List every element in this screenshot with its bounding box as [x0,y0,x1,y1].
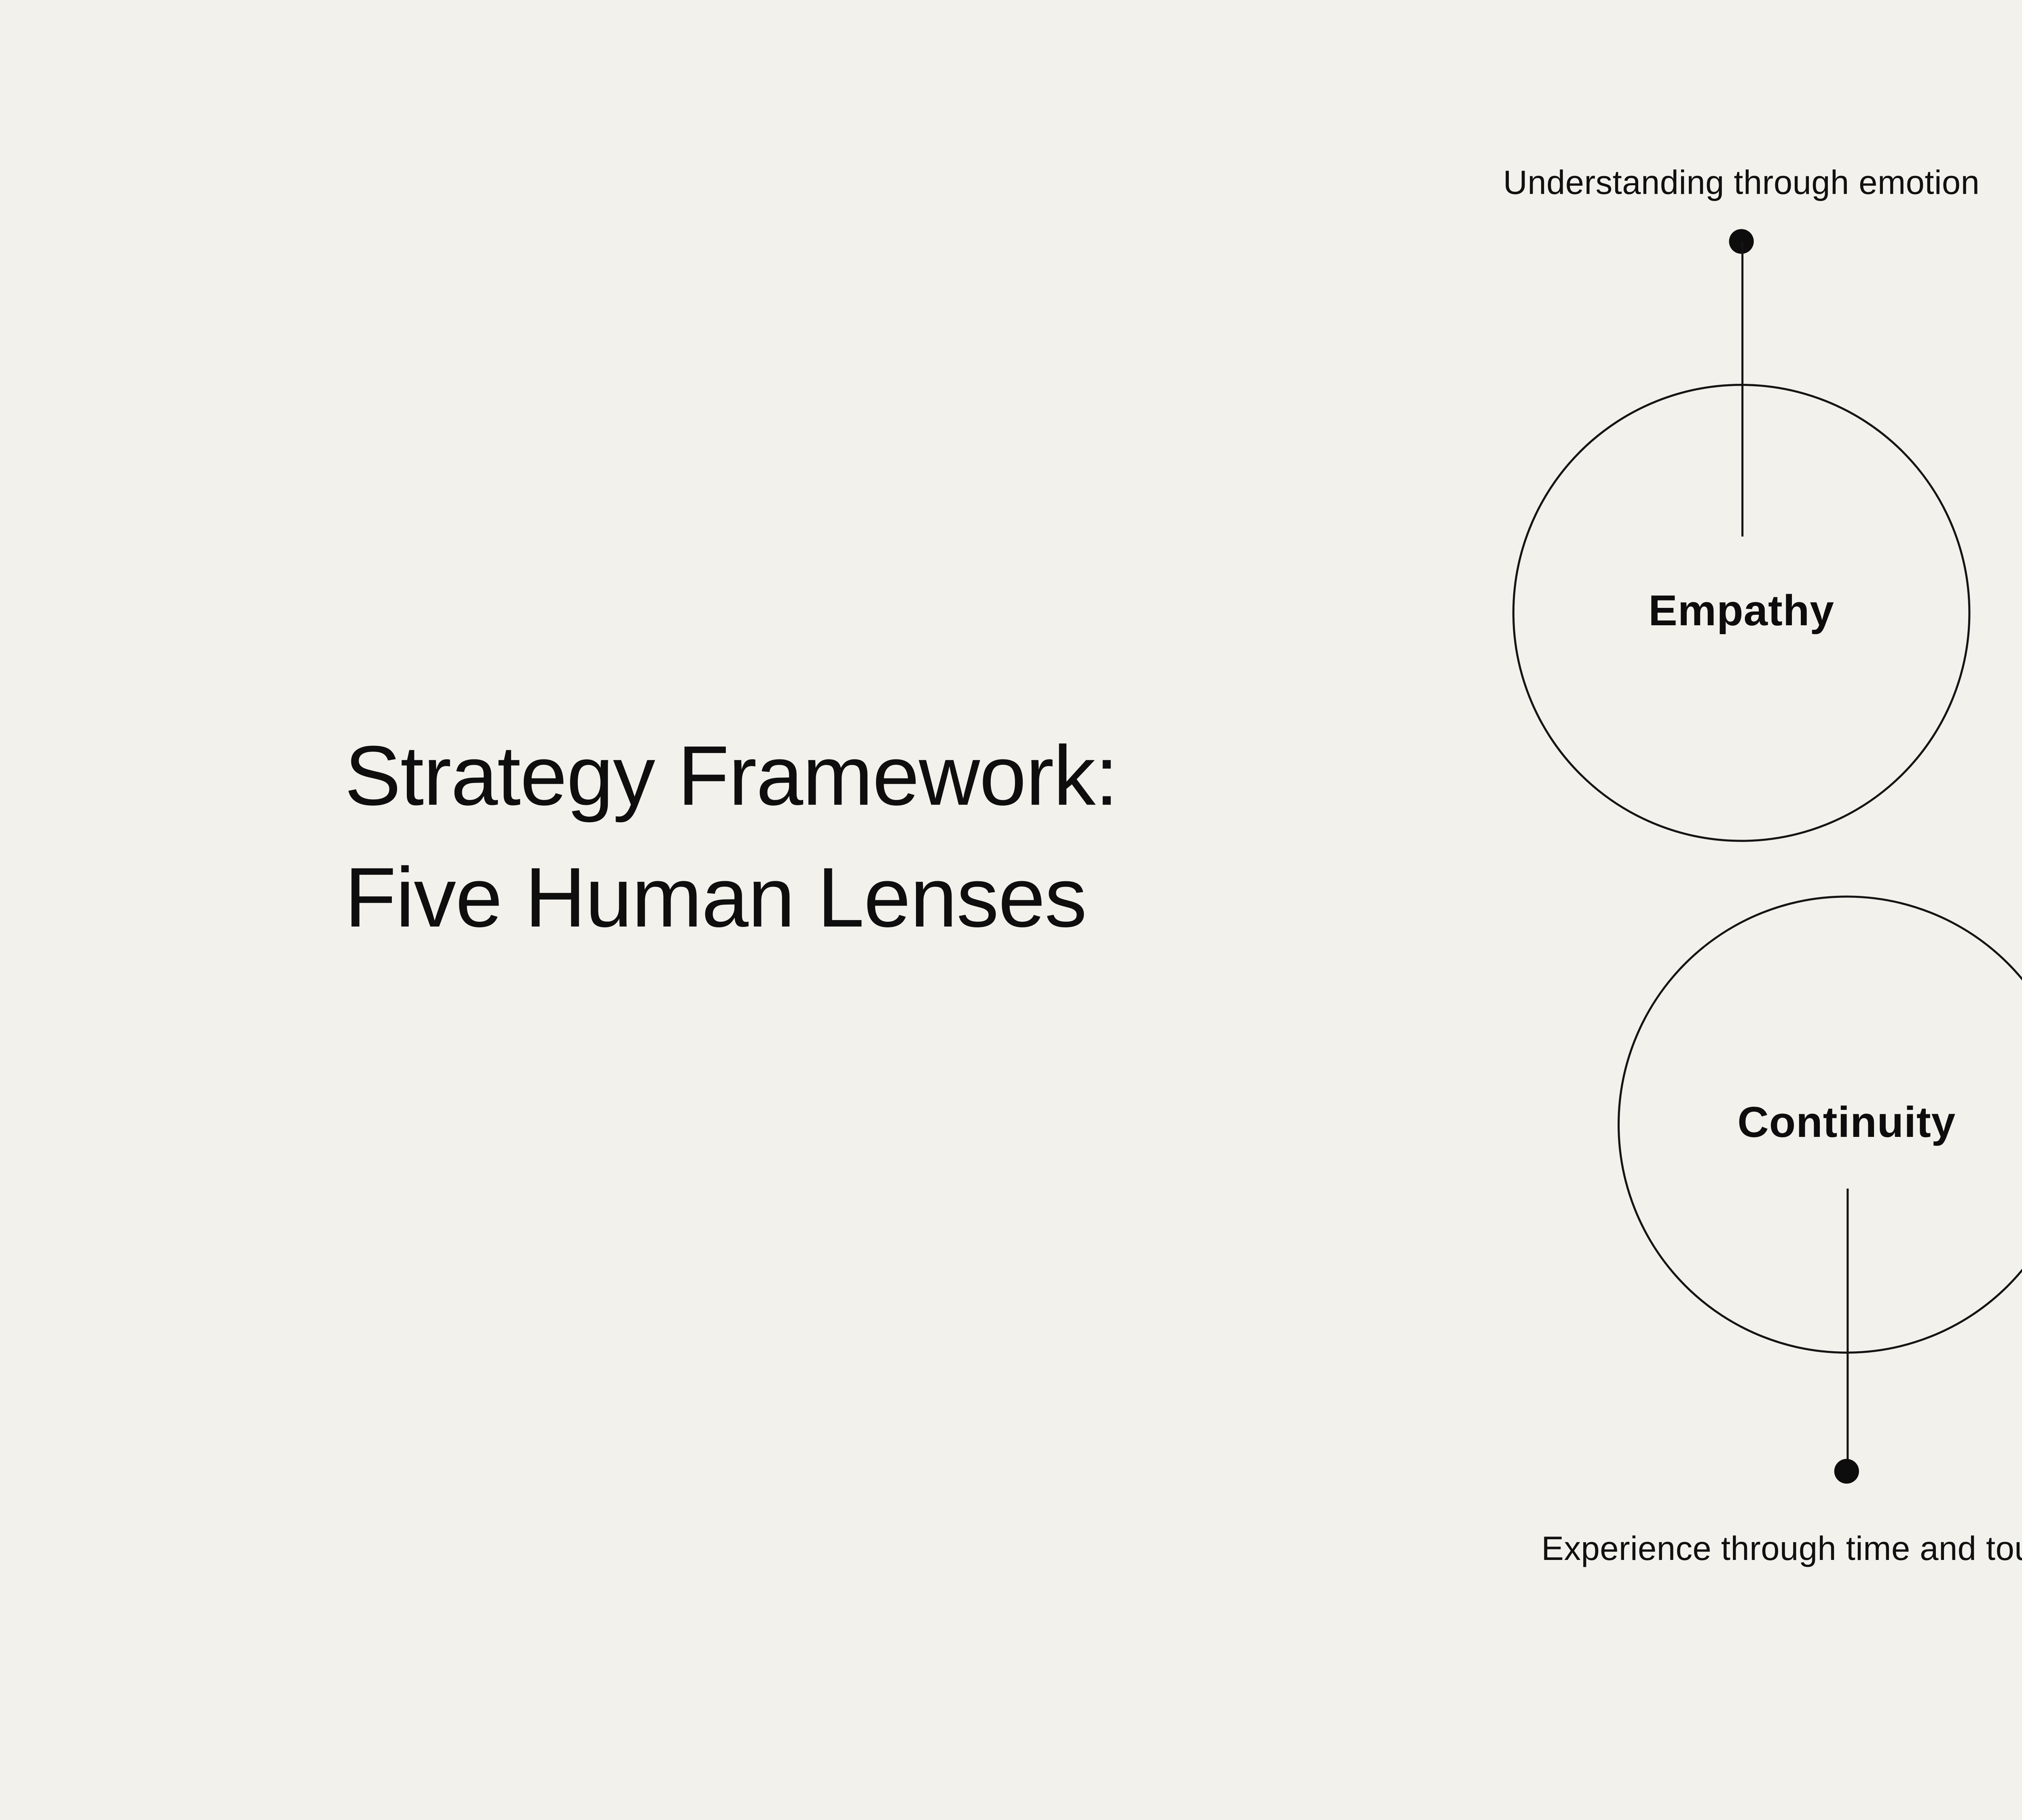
title-line-1: Strategy Framework: [345,728,1119,823]
diagram-title: Strategy Framework: Five Human Lenses [345,716,1119,957]
continuity-dot [1834,1459,1859,1484]
continuity-annotation-label: Experience through time and touchpoints [1541,1531,2022,1568]
empathy-annotation-label: Understanding through emotion [1503,165,1980,202]
continuity-label: Continuity [1737,1098,1956,1147]
continuity-circle: Continuity [1618,894,2022,1353]
empathy-label: Empathy [1648,588,1834,636]
title-line-2: Five Human Lenses [345,849,1087,944]
continuity-connector-line [1846,1188,1848,1471]
empathy-circle: Empathy [1512,383,1971,842]
